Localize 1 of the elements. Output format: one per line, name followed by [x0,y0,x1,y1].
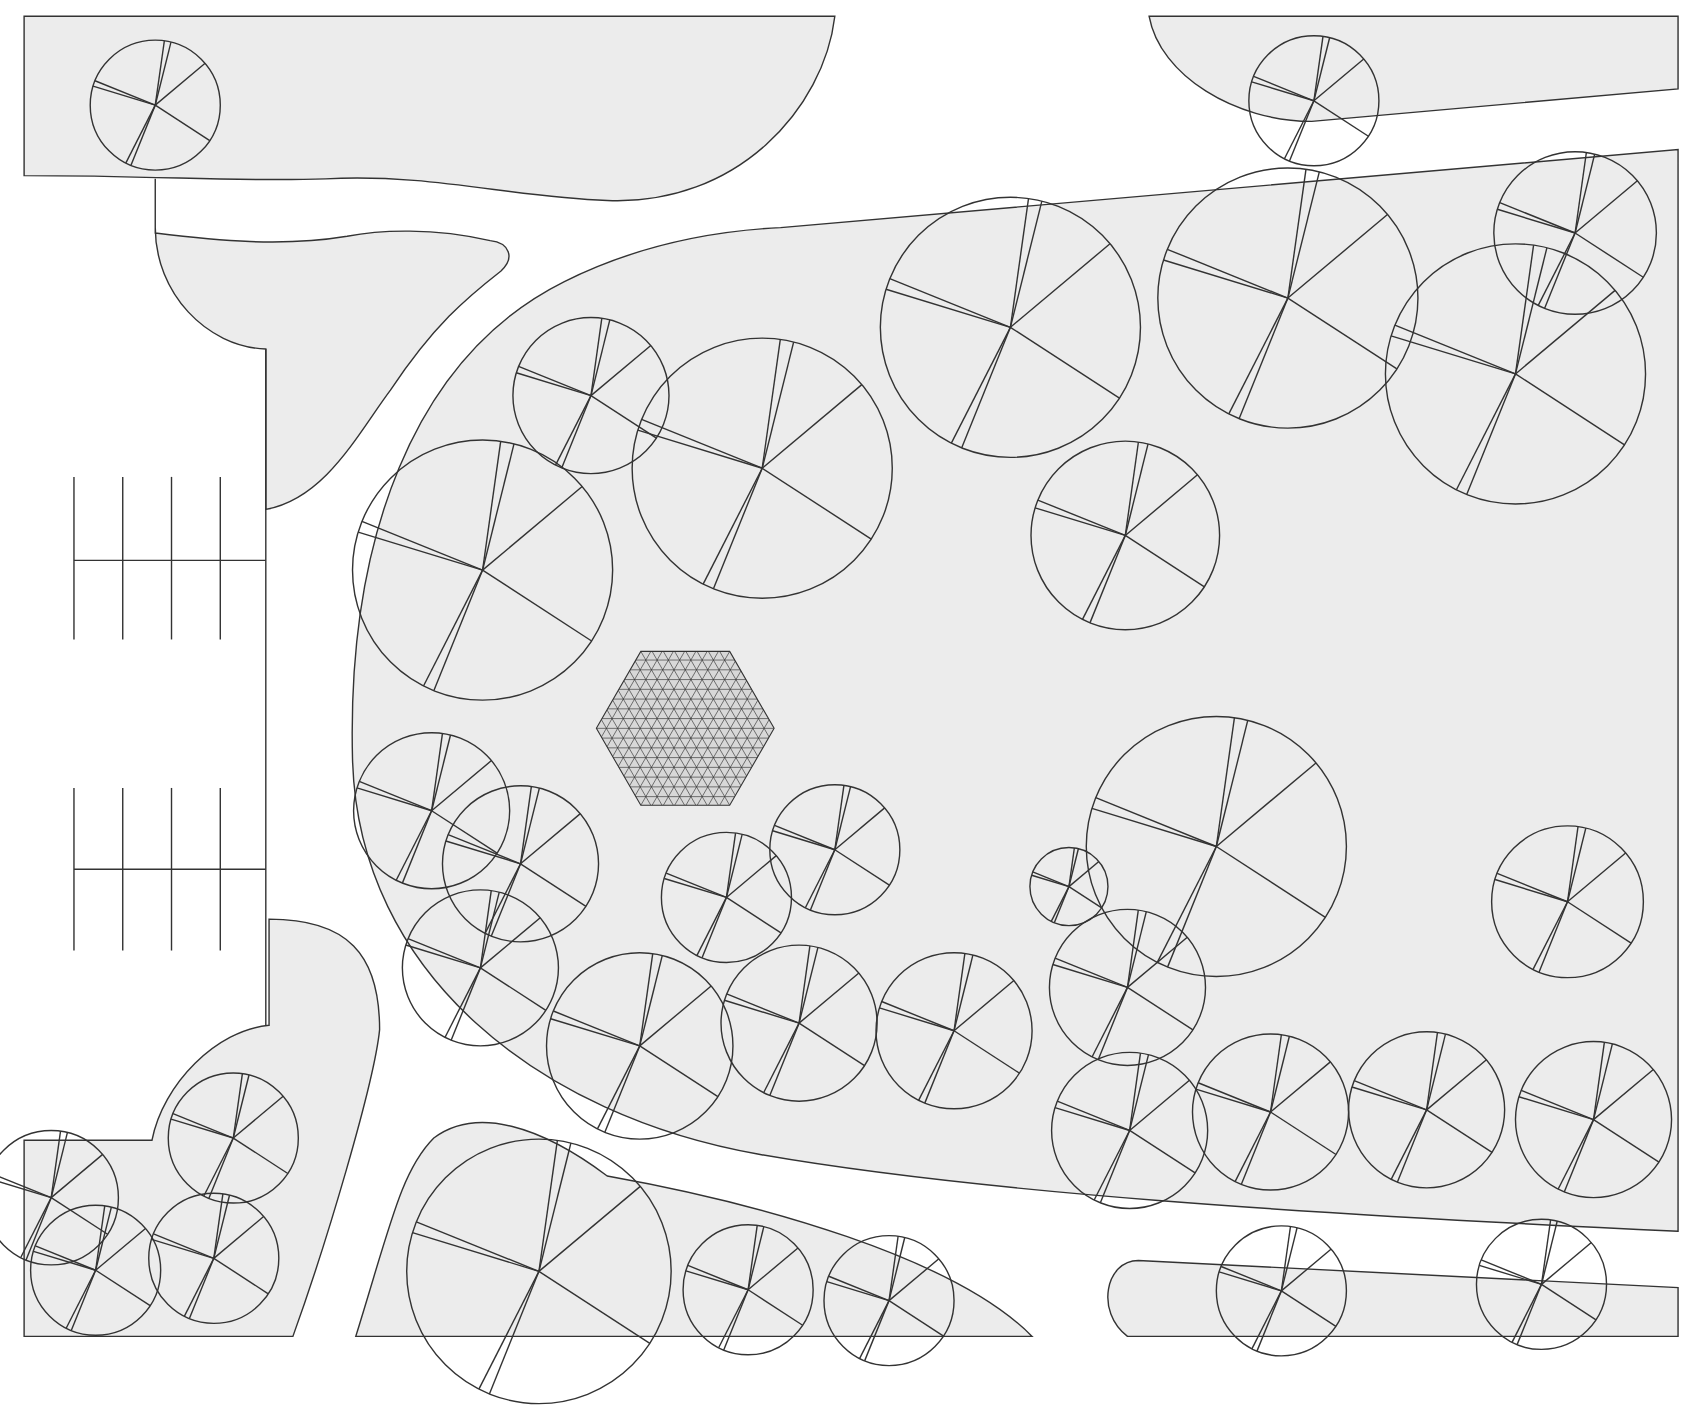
site-plan-drawing [0,15,1679,1405]
